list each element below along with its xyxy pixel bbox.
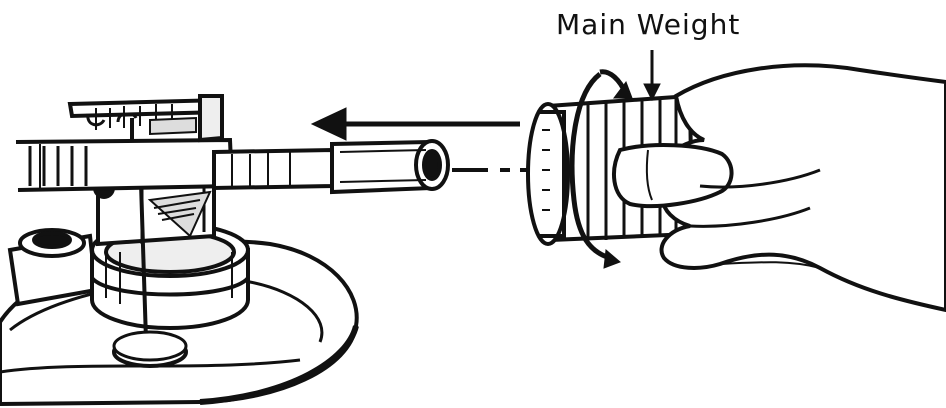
main-weight-label: Main Weight <box>556 8 741 41</box>
rotation-arrow <box>569 69 633 269</box>
top-rail <box>67 94 224 143</box>
arm-tube <box>15 137 235 192</box>
pivot-base <box>90 222 250 330</box>
label-pointer <box>643 50 661 102</box>
lift-block <box>7 228 99 307</box>
rear-stub <box>212 139 450 195</box>
direction-arrow <box>310 107 520 141</box>
hand <box>612 63 946 313</box>
